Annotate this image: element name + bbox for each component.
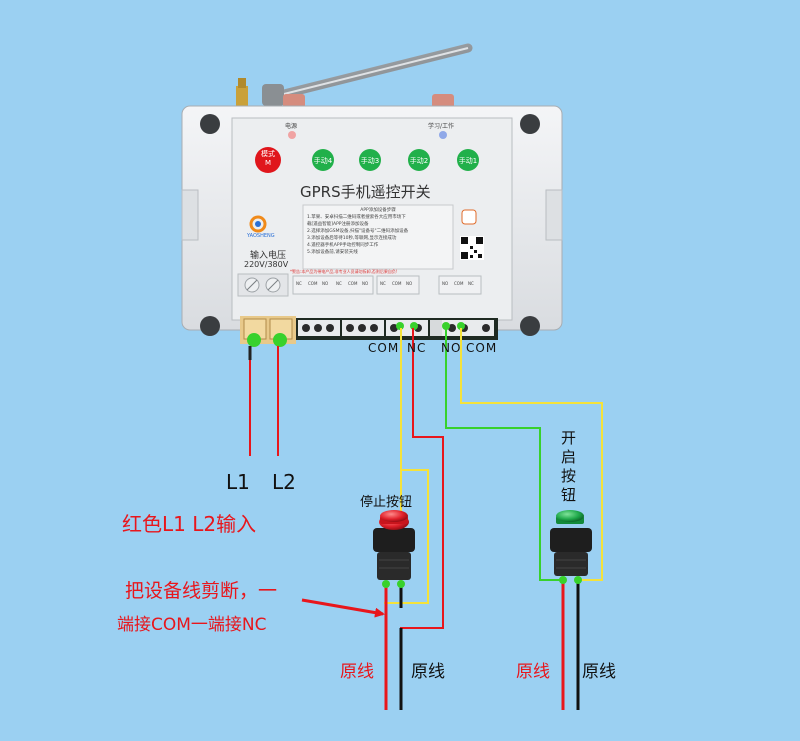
terminal-label-2: COM <box>308 281 318 286</box>
stop-button-label: 停止按钮 <box>360 495 413 510</box>
nc-left-label: NC <box>407 341 427 355</box>
power-led <box>288 131 296 139</box>
orig-wire-label-4: 原线 <box>582 662 616 682</box>
start-push-button-icon <box>550 510 592 576</box>
orig-wire-label-2: 原线 <box>411 662 445 682</box>
instruction-line: 1.苹果、安卓扫描二维码或者搜索各大应用市场下 <box>307 215 406 220</box>
manual-4-button[interactable] <box>312 149 334 171</box>
com-left-label: COM <box>368 341 400 355</box>
mode-button[interactable] <box>255 147 281 173</box>
instruction-line: 5.添加设备前,请安装天线 <box>307 250 358 255</box>
instruction-line: 4.遥控器手机APP手动控制同步工作 <box>307 243 379 248</box>
com-right-label: COM <box>466 341 498 355</box>
terminal-label-4: NC <box>336 281 342 286</box>
antenna-icon <box>236 43 473 108</box>
terminal-no-right-dot <box>442 322 450 330</box>
start-green-wire <box>445 328 563 581</box>
manual-1-button[interactable] <box>457 149 479 171</box>
stop-push-button-icon <box>373 510 415 580</box>
terminal-label-6: NO <box>362 281 369 286</box>
manual-1-label: 手动1 <box>458 157 478 165</box>
screw-terminal-icon <box>240 316 498 344</box>
terminal-l1-dot <box>247 333 261 347</box>
manual-3-label: 手动3 <box>360 157 380 165</box>
warning-text: *警告:本产品为带电产品,非专业人员请勿拆卸,否则后果自负! <box>290 269 398 274</box>
mode-button-line2: M <box>264 159 272 167</box>
terminal-l2-dot <box>273 333 287 347</box>
brand-logo-icon <box>249 215 267 233</box>
mode-button-label: 模式 M <box>255 150 281 168</box>
mode-button-line1: 模式 <box>261 150 275 158</box>
manual-3-button[interactable] <box>359 149 381 171</box>
terminal-cover <box>237 273 482 297</box>
cut-instruction-line2: 端接COM一端接NC <box>117 615 267 635</box>
manual-2-button[interactable] <box>408 149 430 171</box>
orig-wire-label-3: 原线 <box>516 662 550 682</box>
app-icon <box>461 209 477 225</box>
terminal-label-8: COM <box>392 281 402 286</box>
cut-instruction-line1: 把设备线剪断，一 <box>125 580 278 602</box>
arrow-icon <box>301 598 385 618</box>
l1-label: L1 <box>226 470 250 494</box>
instruction-line: 2.选择添加GSM设备,扫描"设备号"二维码添加设备 <box>307 229 409 234</box>
instructions-title: APP添加设备步骤 <box>360 208 396 213</box>
orig-wire-label-1: 原线 <box>340 662 374 682</box>
terminal-label-10: NO <box>442 281 449 286</box>
terminal-label-9: NO <box>406 281 413 286</box>
power-led-label: 电源 <box>285 123 298 130</box>
terminal-label-11: COM <box>454 281 464 286</box>
l2-label: L2 <box>272 470 296 494</box>
no-right-label: NO <box>441 341 462 355</box>
start-yellow-wire <box>460 328 603 581</box>
start-button-label: 开启按钮 <box>561 429 577 504</box>
terminal-com-right-dot <box>457 322 465 330</box>
instruction-line: 载[遥益智能]APP注册添加设备 <box>307 222 369 227</box>
terminal-label-12: NC <box>468 281 474 286</box>
learn-led <box>439 131 447 139</box>
manual-4-label: 手动4 <box>313 157 333 165</box>
instructions-text: APP添加设备步骤 1.苹果、安卓扫描二维码或者搜索各大应用市场下 载[遥益智能… <box>307 207 449 256</box>
input-voltage-value: 220V/380V <box>244 260 289 269</box>
terminal-label-5: COM <box>348 281 358 286</box>
brand-name: YAOSHENG <box>247 233 275 239</box>
instruction-line: 3.添加设备后等待10秒,等联网,显示连接成功 <box>307 236 397 241</box>
instructions-box <box>302 204 454 270</box>
device-title: GPRS手机遥控开关 <box>300 183 431 201</box>
manual-2-label: 手动2 <box>409 157 429 165</box>
terminal-label-7: NC <box>380 281 386 286</box>
qr-code-icon <box>460 236 484 260</box>
learn-led-label: 学习/工作 <box>428 123 455 130</box>
terminal-label-1: NC <box>296 281 302 286</box>
input-voltage-label: 输入电压 <box>250 251 287 261</box>
terminal-label-3: NO <box>322 281 329 286</box>
red-input-label: 红色L1 L2输入 <box>122 512 257 536</box>
